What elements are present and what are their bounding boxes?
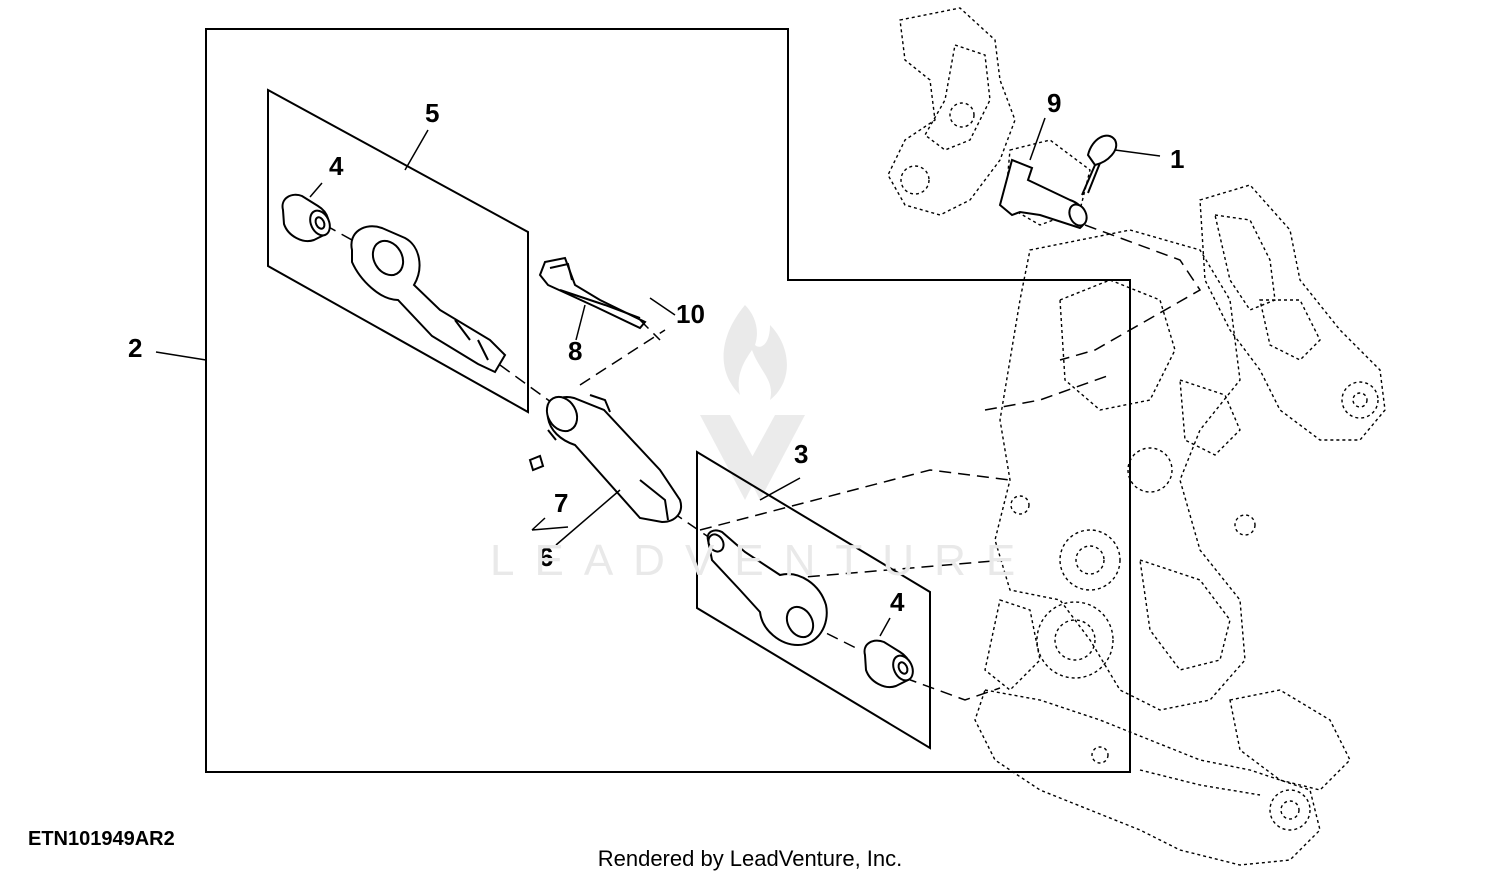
cylinder-part-6 [545,394,682,524]
callout-2: 2 [128,333,142,363]
rod-end-lower-part-3 [706,529,828,647]
grease-fitting-part-7 [528,454,545,472]
spring-clip-part-8 [538,256,647,330]
callout-3: 3 [794,439,808,469]
leader-lines [155,117,1161,637]
callout-10: 10 [676,299,705,329]
lynch-pin-part-1 [1081,134,1118,196]
subgroup-box-3 [696,450,931,750]
render-credit: Rendered by LeadVenture, Inc. [597,846,903,871]
pin-part-9 [998,158,1088,230]
callout-1: 1 [1170,144,1184,174]
callout-9: 9 [1047,88,1061,118]
diagram-code: ETN101949AR2 [28,828,175,850]
watermark-text: LEADVENTURE [490,536,1036,585]
housing-assembly [887,7,1386,866]
callout-8: 8 [568,336,582,366]
callout-5: 5 [425,98,439,128]
callout-4-upper: 4 [329,151,344,181]
rod-end-upper-part-5 [350,225,507,374]
callout-6: 6 [539,542,553,572]
group-boundary-2 [205,28,1131,773]
subgroup-box-5 [267,88,529,414]
callout-4-lower: 4 [890,587,905,617]
watermark-logo [700,305,805,500]
bushing-lower-part-4 [863,639,914,688]
bushing-upper-part-4 [281,193,331,242]
callout-7: 7 [554,488,568,518]
